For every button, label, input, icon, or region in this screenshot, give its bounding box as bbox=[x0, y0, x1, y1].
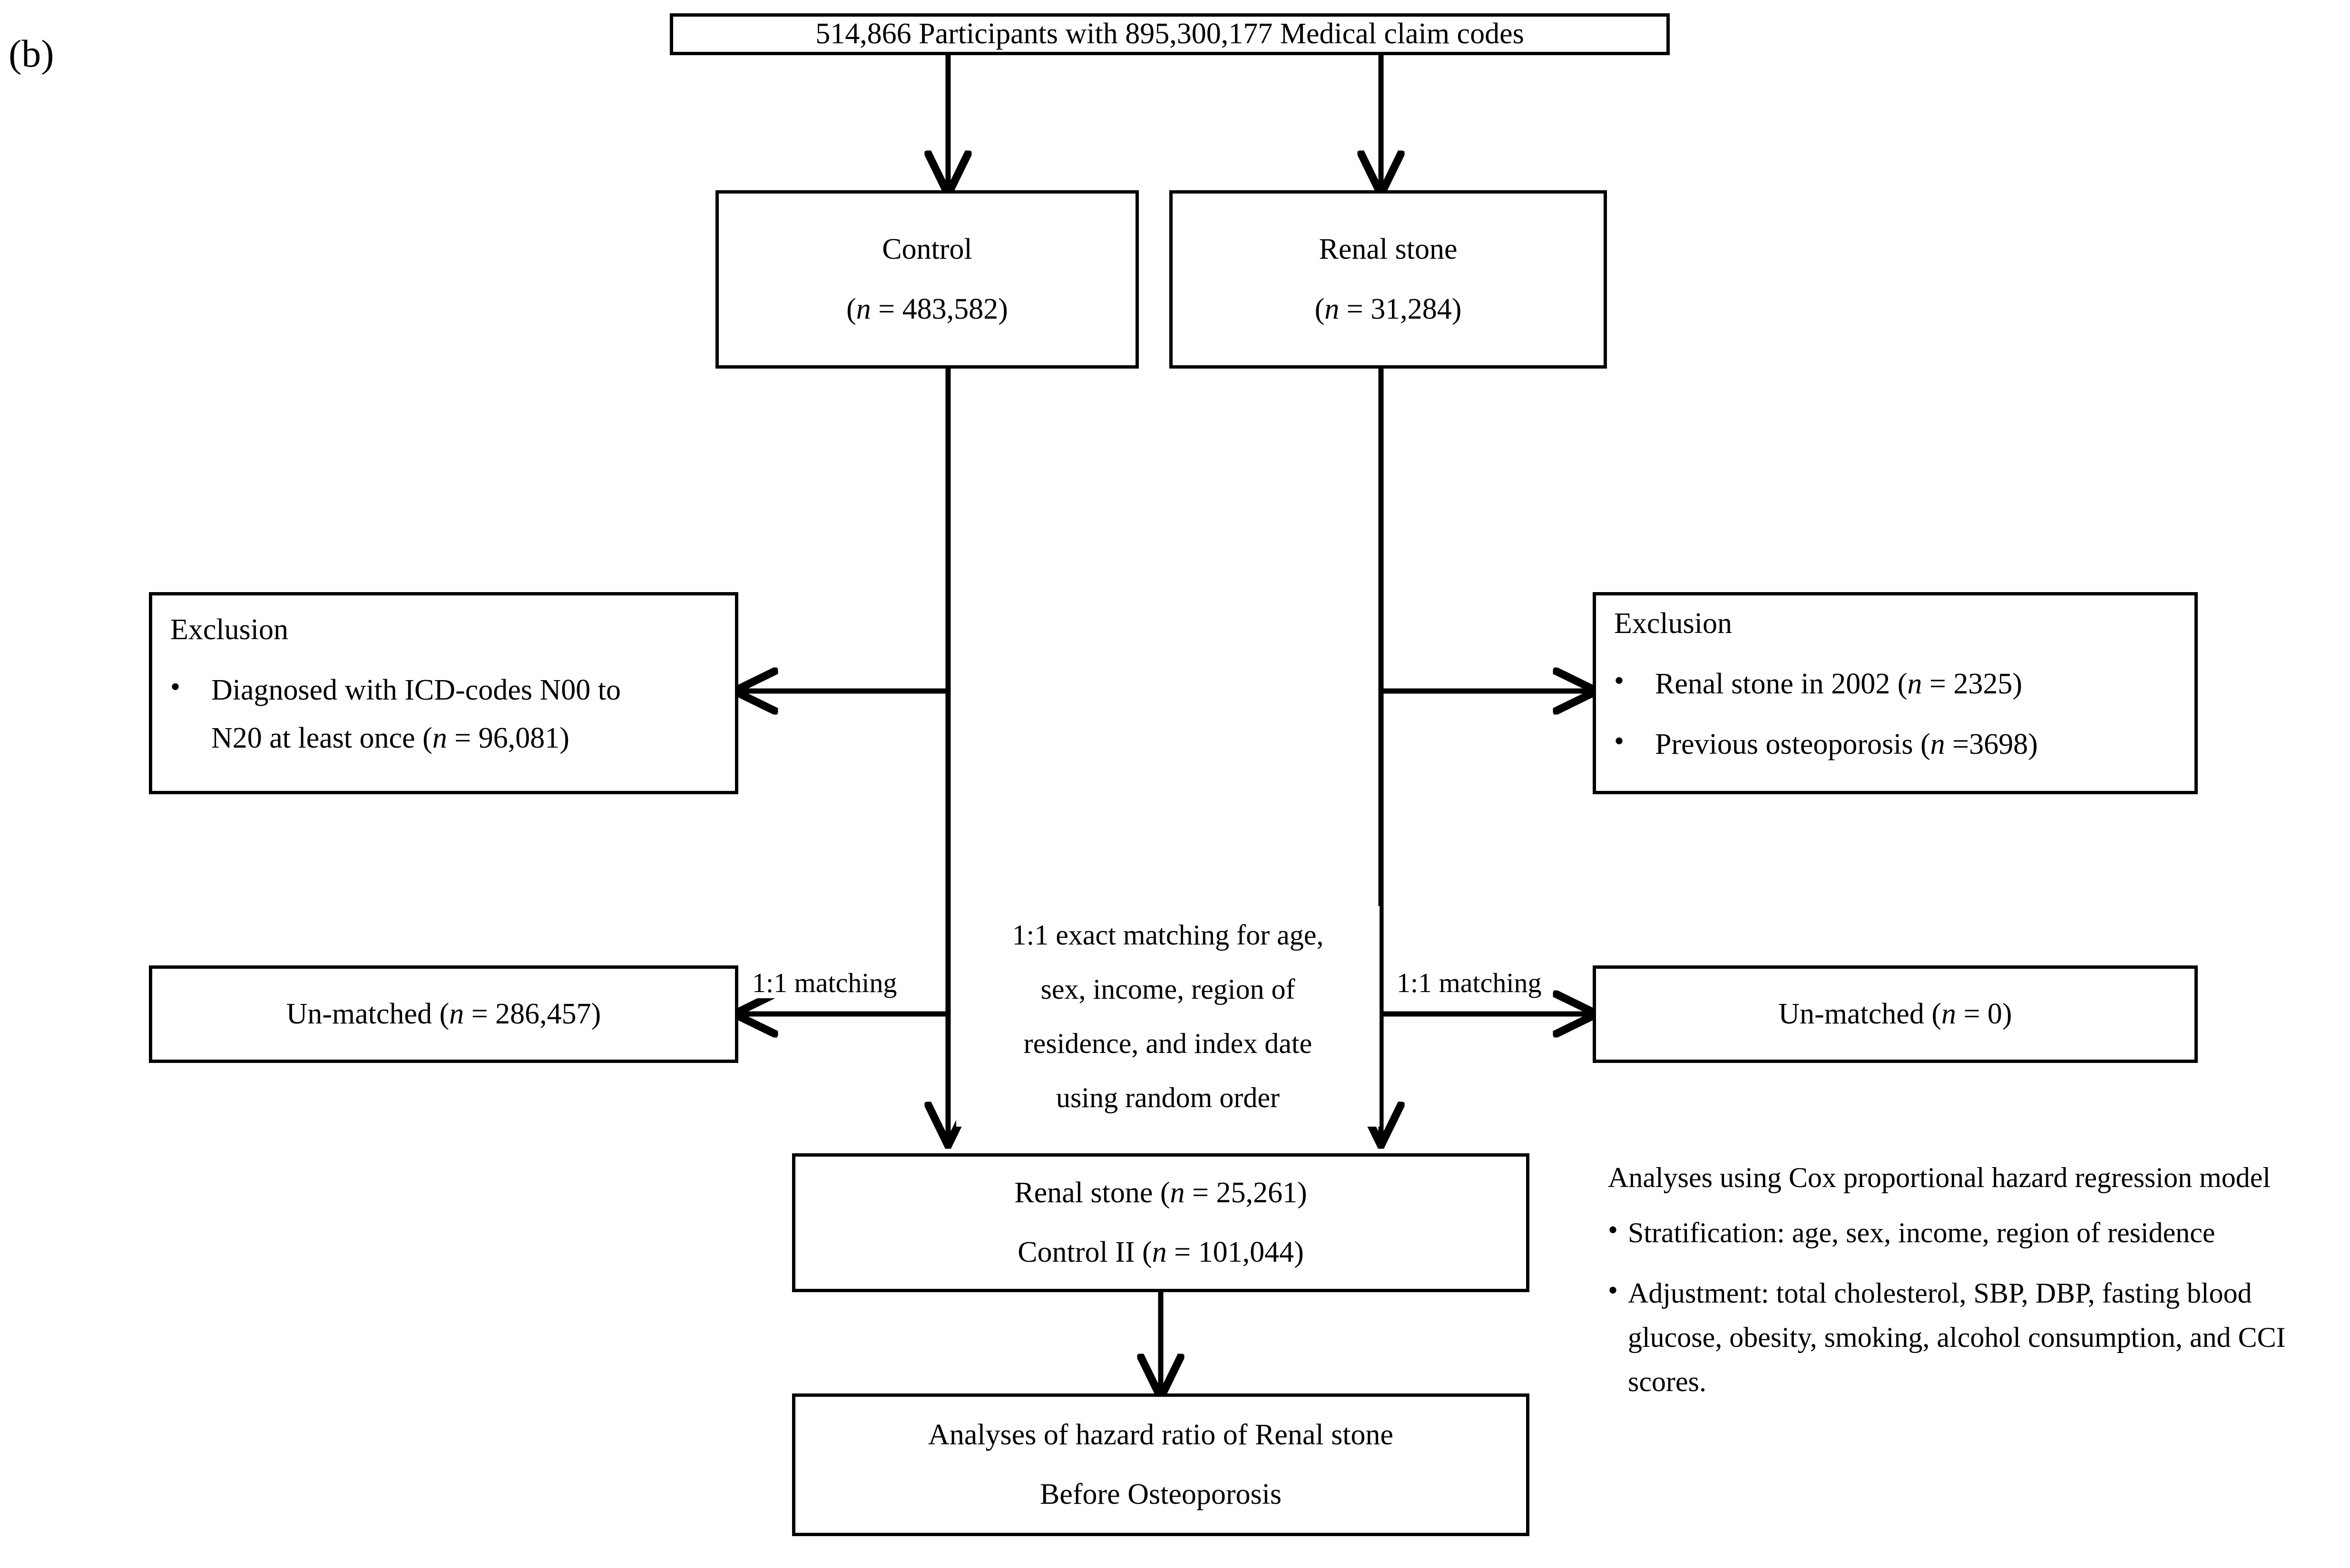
analysis-note-bullet: • Adjustment: total cholesterol, SBP, DB… bbox=[1608, 1271, 2336, 1404]
exclusion-left-item-text: Diagnosed with ICD-codes N00 to N20 at l… bbox=[211, 666, 717, 762]
exclusion-left-list: • Diagnosed with ICD-codes N00 to N20 at… bbox=[170, 666, 717, 774]
analysis-note-bullet: • Stratification: age, sex, income, regi… bbox=[1608, 1211, 2336, 1255]
unmatched-right-text: Un-matched (n = 0) bbox=[1778, 997, 2012, 1030]
node-source-participants: 514,866 Participants with 895,300,177 Me… bbox=[670, 13, 1670, 55]
exclusion-left-item-line2: N20 at least once (n = 96,081) bbox=[211, 721, 569, 754]
matched-cohort-line2: Control II (n = 101,044) bbox=[1018, 1236, 1304, 1268]
node-renal-stone: Renal stone (n = 31,284) bbox=[1169, 190, 1607, 369]
node-exclusion-left: Exclusion • Diagnosed with ICD-codes N00… bbox=[149, 592, 738, 794]
node-exclusion-right: Exclusion • Renal stone in 2002 (n = 232… bbox=[1593, 592, 2198, 794]
source-text: 514,866 Participants with 895,300,177 Me… bbox=[815, 18, 1524, 50]
unmatched-left-text: Un-matched (n = 286,457) bbox=[286, 997, 601, 1030]
analysis-note-bullet-text: Stratification: age, sex, income, region… bbox=[1628, 1217, 2215, 1248]
exclusion-right-item-text: Renal stone in 2002 (n = 2325) bbox=[1655, 668, 2022, 701]
bullet-icon: • bbox=[1608, 1214, 1618, 1246]
matching-criteria-note: 1:1 exact matching for age, sex, income,… bbox=[956, 906, 1380, 1127]
final-analysis-line1: Analyses of hazard ratio of Renal stone bbox=[928, 1418, 1393, 1451]
renal-stone-title: Renal stone bbox=[1319, 233, 1458, 266]
analysis-note-header: Analyses using Cox proportional hazard r… bbox=[1608, 1162, 2271, 1193]
renal-stone-count: (n = 31,284) bbox=[1314, 292, 1462, 325]
node-matched-cohort: Renal stone (n = 25,261) Control II (n =… bbox=[792, 1153, 1529, 1292]
node-unmatched-left: Un-matched (n = 286,457) bbox=[149, 965, 738, 1063]
exclusion-right-item-text: Previous osteoporosis (n =3698) bbox=[1655, 728, 2038, 760]
exclusion-left-item: • Diagnosed with ICD-codes N00 to N20 at… bbox=[170, 666, 717, 762]
edge-label-matching-right: 1:1 matching bbox=[1394, 968, 1545, 998]
exclusion-left-title: Exclusion bbox=[170, 613, 288, 646]
matching-note-line: 1:1 exact matching for age, bbox=[1012, 919, 1324, 951]
matching-note-line: sex, income, region of bbox=[1040, 974, 1295, 1005]
exclusion-right-list: • Renal stone in 2002 (n = 2325) • Previ… bbox=[1614, 660, 2176, 780]
node-control: Control (n = 483,582) bbox=[715, 190, 1139, 369]
bullet-icon: • bbox=[1614, 665, 1625, 697]
exclusion-right-title: Exclusion bbox=[1614, 607, 1732, 640]
matched-cohort-line1: Renal stone (n = 25,261) bbox=[1014, 1176, 1307, 1209]
final-analysis-line2: Before Osteoporosis bbox=[1040, 1478, 1282, 1510]
matching-note-line: using random order bbox=[1056, 1082, 1280, 1113]
panel-label: (b) bbox=[9, 32, 54, 75]
bullet-icon: • bbox=[1608, 1275, 1618, 1306]
exclusion-right-item: • Renal stone in 2002 (n = 2325) bbox=[1614, 660, 2176, 708]
control-title: Control bbox=[882, 233, 972, 266]
exclusion-left-item-line1: Diagnosed with ICD-codes N00 to bbox=[211, 674, 621, 707]
analysis-note-bullet-text: Adjustment: total cholesterol, SBP, DBP,… bbox=[1628, 1277, 2286, 1397]
matching-note-line: residence, and index date bbox=[1023, 1028, 1312, 1059]
bullet-icon: • bbox=[170, 671, 181, 703]
node-unmatched-right: Un-matched (n = 0) bbox=[1593, 965, 2198, 1063]
bullet-icon: • bbox=[1614, 725, 1625, 757]
edge-label-matching-left: 1:1 matching bbox=[749, 968, 900, 998]
exclusion-right-item: • Previous osteoporosis (n =3698) bbox=[1614, 721, 2176, 768]
control-count: (n = 483,582) bbox=[846, 292, 1008, 325]
node-final-analysis: Analyses of hazard ratio of Renal stone … bbox=[792, 1393, 1529, 1536]
analysis-method-note: Analyses using Cox proportional hazard r… bbox=[1608, 1160, 2336, 1404]
